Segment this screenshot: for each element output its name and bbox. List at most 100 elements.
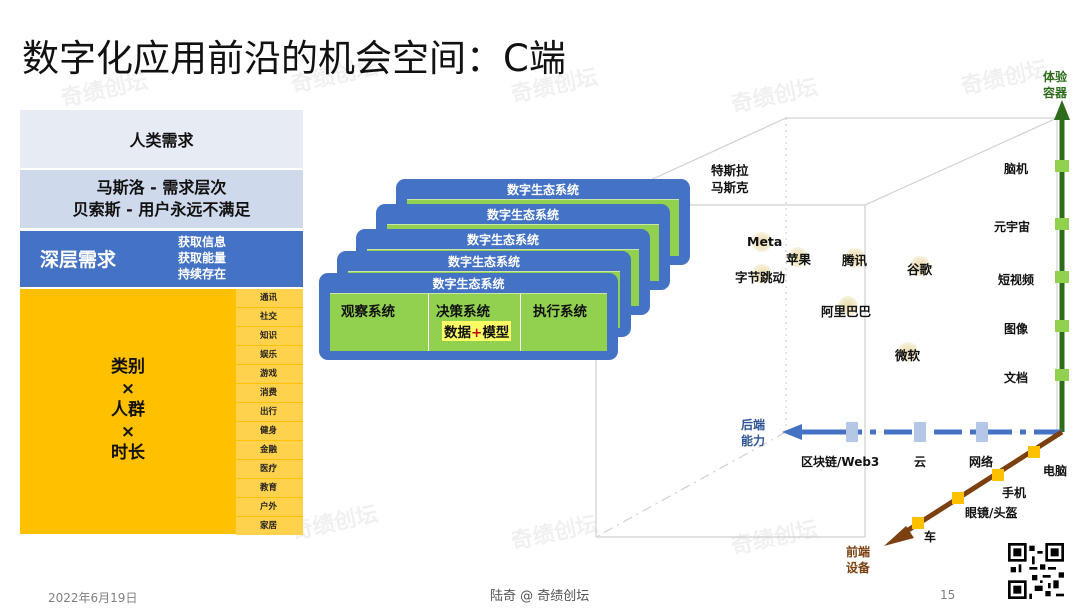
backend-tick: [976, 422, 988, 442]
human-needs-label: 人类需求: [129, 131, 194, 150]
vertical-axis-label: 体验 容器: [1043, 69, 1067, 101]
vertical-tick-label: 图像: [1004, 322, 1029, 336]
footer-date: 2022年6月19日: [48, 591, 138, 605]
plus-sign: +: [471, 325, 483, 341]
company-dot: [788, 247, 808, 267]
category-block: 类别 × 人群 × 时长 通讯 社交 知识 娱乐 游戏 消费 出行 健身 金融 …: [20, 289, 303, 535]
model-label: 模型: [482, 325, 510, 341]
page-number: 15: [940, 588, 956, 602]
ecosystem-layer-title: 数字生态系统: [432, 277, 505, 291]
ecosystem-layer-title: 数字生态系统: [506, 183, 579, 197]
axis-label-line: 设备: [846, 561, 871, 575]
vertical-tick-label: 短视频: [998, 273, 1035, 287]
company-label: 阿里巴巴: [821, 304, 872, 319]
category-formula: 类别 × 人群 × 时长: [20, 357, 236, 465]
category-item: 游戏: [236, 365, 303, 383]
axis-label-line: 容器: [1043, 86, 1068, 100]
category-item: 医疗: [236, 460, 303, 478]
backend-axis-ticks: [846, 422, 988, 442]
frontend-axis-label: 前端 设备: [846, 544, 870, 576]
category-item: 消费: [236, 384, 303, 402]
axis-label-line: 能力: [741, 434, 766, 448]
qr-code-icon: [1008, 543, 1064, 599]
category-item: 通讯: [236, 289, 303, 307]
vertical-tick: [1055, 218, 1069, 230]
category-item: 家居: [236, 517, 303, 535]
vertical-tick-label: 脑机: [1004, 162, 1029, 176]
vertical-axis-arrowhead: [1054, 100, 1070, 120]
footer-author: 陆奇 @ 奇绩创坛: [490, 589, 590, 604]
backend-axis-arrowhead: [782, 424, 802, 440]
company-dot: [910, 256, 930, 276]
category-item: 教育: [236, 479, 303, 497]
backend-tick-label: 云: [914, 455, 927, 469]
deep-needs-block: 深层需求 获取信息 获取能量 持续存在: [20, 231, 303, 287]
bezos-line: 贝索斯 - 用户永远不满足: [72, 200, 251, 219]
category-list: 通讯 社交 知识 娱乐 游戏 消费 出行 健身 金融 医疗 教育 户外 家居: [236, 289, 303, 535]
data-model-label: 数据+模型: [442, 321, 512, 341]
company-dot: [845, 248, 865, 268]
formula-line: ×: [120, 421, 136, 442]
vertical-axis-ticks: [1055, 160, 1069, 381]
ecosystem-front-body: 观察系统 决策系统 执行系统 数据+模型: [330, 293, 607, 351]
formula-line: 人群: [111, 400, 145, 420]
ecosystem-layer-title: 数字生态系统: [447, 255, 520, 269]
frontend-tick: [1028, 446, 1040, 458]
company-dot: [752, 232, 772, 252]
frontend-tick-label: 车: [924, 530, 937, 544]
formula-line: 类别: [111, 357, 145, 377]
maslow-block: 马斯洛 - 需求层次 贝索斯 - 用户永远不满足: [20, 170, 303, 228]
vertical-tick: [1055, 160, 1069, 172]
slide-title: 数字化应用前沿的机会空间：C端: [22, 37, 566, 80]
decide-system-label: 决策系统: [436, 304, 490, 320]
human-needs-block: 人类需求: [20, 110, 303, 168]
company-label: Meta: [747, 234, 783, 249]
company-label: 腾讯: [842, 253, 868, 268]
deep-need-item: 获取能量: [178, 251, 227, 265]
category-item: 社交: [236, 308, 303, 326]
backend-tick-label: 区块链/Web3: [801, 455, 880, 469]
deep-need-item: 持续存在: [178, 267, 227, 281]
deep-needs-label: 深层需求: [40, 249, 117, 271]
frontend-tick-label: 手机: [1002, 486, 1027, 500]
system-divider: [428, 294, 429, 351]
frontend-tick: [912, 517, 924, 529]
backend-axis-label: 后端 能力: [741, 417, 765, 449]
category-item: 娱乐: [236, 346, 303, 364]
system-divider: [520, 294, 521, 351]
category-item: 金融: [236, 441, 303, 459]
company-label: 苹果: [786, 252, 812, 267]
backend-tick-label: 网络: [969, 455, 994, 469]
vertical-tick: [1055, 271, 1069, 283]
company-dot: [838, 296, 858, 316]
company-label: 谷歌: [907, 262, 933, 277]
execute-system-label: 执行系统: [533, 304, 587, 320]
category-item: 出行: [236, 403, 303, 421]
backend-tick: [914, 422, 926, 442]
axis-label-line: 后端: [741, 418, 766, 432]
vertical-tick-label: 元宇宙: [994, 220, 1031, 234]
ecosystem-layer-title: 数字生态系统: [466, 233, 539, 247]
backend-tick: [846, 422, 858, 442]
deep-needs-list: 获取信息 获取能量 持续存在: [178, 234, 226, 282]
formula-line: 时长: [111, 443, 145, 463]
vertical-tick-label: 文档: [1004, 371, 1029, 385]
company-label: 微软: [895, 348, 921, 363]
deep-need-item: 获取信息: [178, 235, 227, 249]
frontend-axis-arrowhead: [884, 526, 914, 546]
company-label: 字节跳动: [735, 270, 786, 285]
category-item: 户外: [236, 498, 303, 516]
company-dot: [898, 342, 918, 362]
ecosystem-front-layer: 数字生态系统 观察系统 决策系统 执行系统 数据+模型: [319, 273, 618, 360]
observe-system-label: 观察系统: [341, 304, 395, 320]
ecosystem-layer-title: 数字生态系统: [486, 208, 559, 222]
company-label: 马斯克: [711, 180, 749, 195]
company-dot: [752, 264, 772, 284]
formula-line: ×: [120, 378, 136, 399]
frontend-tick: [992, 469, 1004, 481]
vertical-tick: [1055, 320, 1069, 332]
frontend-tick-label: 电脑: [1043, 464, 1068, 478]
category-item: 健身: [236, 422, 303, 440]
maslow-line: 马斯洛 - 需求层次: [96, 178, 227, 197]
